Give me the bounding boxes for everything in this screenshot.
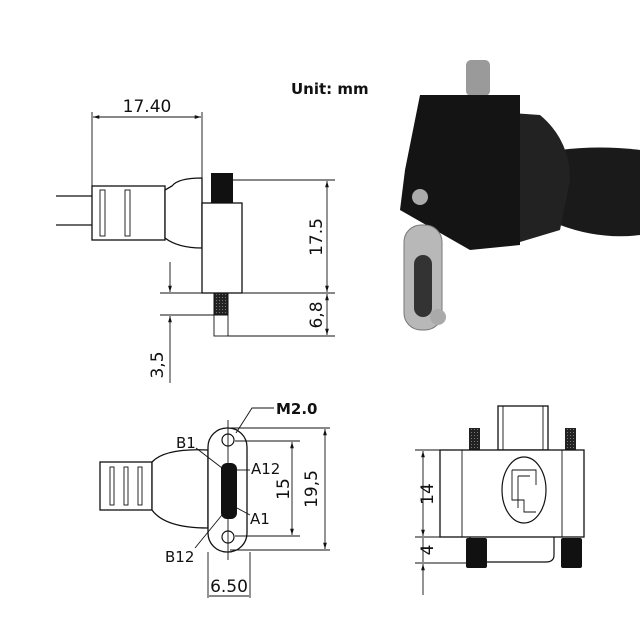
screw-thread — [565, 428, 576, 450]
screw-head — [561, 538, 582, 568]
dim-screw-label: 4 — [418, 545, 438, 556]
connector-head — [400, 95, 520, 250]
pin-a12-label: A12 — [251, 460, 280, 478]
thumbscrew-top — [466, 60, 490, 96]
dim-body-label: 14 — [418, 483, 438, 505]
cable-boot — [91, 185, 166, 241]
dim-offset-label: 3,5 — [148, 351, 168, 378]
usb-c-port — [414, 255, 432, 317]
unit-label: Unit: mm — [291, 80, 369, 98]
side-view: 17.40 17.5 6,8 3,5 — [56, 97, 335, 383]
dim-hole-spacing-label: 15 — [274, 478, 294, 500]
dim-plate-height-label: 19,5 — [302, 470, 322, 508]
screw-thread — [469, 428, 480, 450]
usb-c-plug — [497, 405, 549, 451]
screw-head — [466, 538, 487, 568]
connector-body — [201, 202, 243, 294]
screw-bottom-photo — [430, 309, 446, 325]
screw-head-photo — [412, 189, 428, 205]
front-view: M2.0 B1 A12 A1 B12 15 19,5 6.50 — [99, 400, 330, 598]
ferrule — [151, 449, 209, 529]
back-view: 14 4 — [415, 405, 585, 595]
usb-c-port — [221, 463, 237, 519]
screw-thread — [213, 292, 229, 316]
pin-a1-label: A1 — [250, 510, 270, 528]
dim-screw-label: 6,8 — [307, 301, 327, 328]
pin-b12-label: B12 — [165, 548, 194, 566]
logo-emblem — [501, 456, 547, 524]
screw-head — [211, 173, 233, 204]
product-photo — [400, 60, 640, 331]
logo-glyph — [511, 469, 537, 513]
dim-width-label: 17.40 — [123, 97, 172, 117]
pin-b1-label: B1 — [176, 434, 196, 452]
cable-boot — [99, 461, 153, 511]
ferrule — [164, 177, 203, 249]
dim-height-label: 17.5 — [307, 218, 327, 256]
dim-plate-width-label: 6.50 — [210, 577, 248, 597]
cable — [560, 147, 640, 237]
thread-label: M2.0 — [276, 400, 318, 418]
